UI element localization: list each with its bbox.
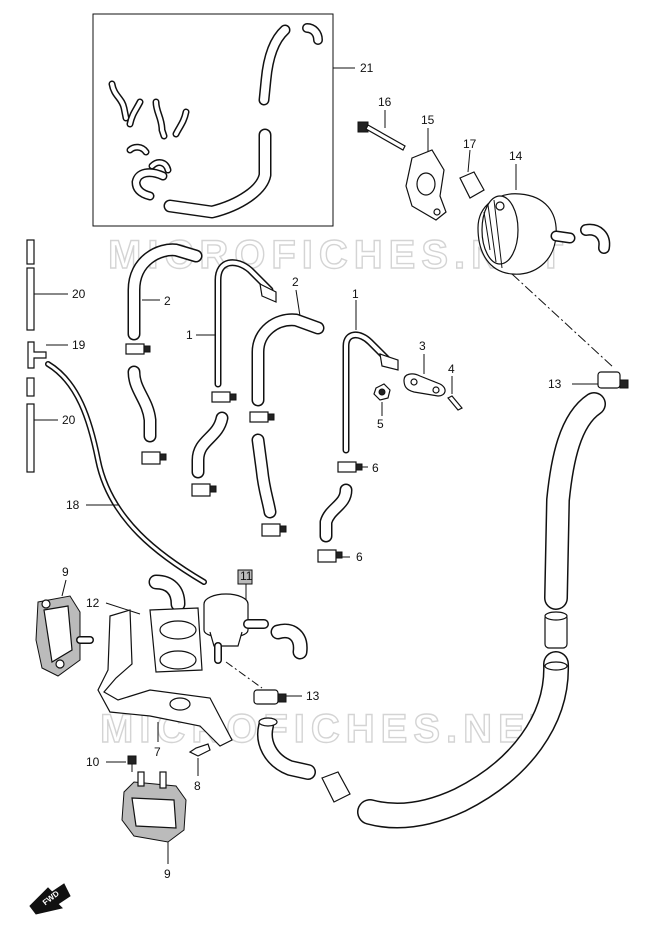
callout-4: 4 [448,362,455,376]
callout-1-right: 1 [352,287,359,301]
long-hose-right [357,392,606,829]
bracket-7 [97,609,233,747]
lower-hose [257,717,351,803]
callout-16: 16 [378,95,392,109]
callout-17: 17 [463,137,477,151]
callout-19: 19 [72,338,86,352]
connection-line [511,273,615,369]
callout-1-middle: 1 [186,328,193,342]
bolt-16 [357,110,406,151]
callout-3: 3 [419,339,426,353]
callout-20-lower: 20 [62,413,76,427]
screw-10 [106,755,137,772]
nut-5 [373,383,391,416]
callout-18: 18 [66,498,80,512]
callout-2-right: 2 [292,275,299,289]
bolt-8 [188,743,211,776]
air-valve-11 [203,569,269,689]
clamp-13-lower [253,689,302,705]
hose-set-left [26,239,207,585]
bolt-4 [447,376,463,411]
pipe-1-right [317,300,399,563]
callout-6-upper: 6 [372,461,379,475]
hose-2-left [125,243,203,465]
callout-13-lower: 13 [306,689,320,703]
elbow-hoses [148,574,308,660]
pipe-1-middle [191,259,277,497]
callout-9-bottom: 9 [164,867,171,881]
callout-2-left: 2 [164,294,171,308]
reed-valve-9-bottom [121,771,187,864]
air-cleaner-14 [477,164,611,275]
hose-2-right [249,289,325,537]
reed-valve-9-left [35,579,94,677]
gasket-3 [403,354,446,397]
callout-6-lower: 6 [356,550,363,564]
callout-14: 14 [509,149,523,163]
callout-9-left: 9 [62,565,69,579]
collar-17 [459,149,485,199]
callout-7: 7 [154,745,161,759]
callout-8: 8 [194,779,201,793]
callout-13-upper: 13 [548,377,562,391]
callout-20-upper: 20 [72,287,86,301]
bracket-15 [405,128,447,221]
bracket-12 [105,602,203,673]
callout-10: 10 [86,755,100,769]
hose-kit-box [92,13,355,227]
callout-12: 12 [86,596,100,610]
callout-21: 21 [360,61,374,75]
fwd-arrow: FWD [29,883,71,915]
callout-15: 15 [421,113,435,127]
callout-11: 11 [240,569,253,583]
clamp-13-upper [572,371,629,389]
callout-5: 5 [377,417,384,431]
